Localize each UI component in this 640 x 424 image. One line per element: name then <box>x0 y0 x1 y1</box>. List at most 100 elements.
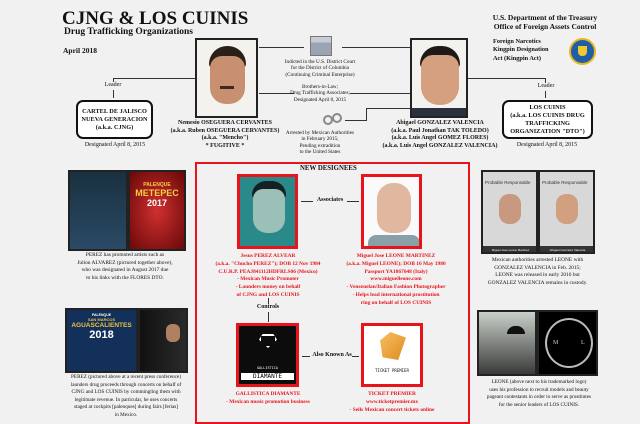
agency-line: Office of Foreign Assets Control <box>493 22 597 31</box>
caption-line: GONZALEZ VALENCIA remains in custody. <box>487 279 588 286</box>
page-date: April 2018 <box>63 46 97 55</box>
jesus-caption: Jesus PEREZ ALVEAR (a.k.a. "Chucho PEREZ… <box>205 253 331 300</box>
controls-label: Controls <box>250 304 286 312</box>
text-line: Pending extradition <box>299 142 341 149</box>
leader-label: Leader <box>531 83 561 91</box>
kingpin-act: Foreign Narcotics Kingpin Designation Ac… <box>493 38 548 63</box>
leone-photographer-photo <box>477 310 537 376</box>
mugshot-name: Miguel Jose Leone Martinez <box>483 246 536 252</box>
arrest-caption: Mexican authorities arrested LEONE with … <box>470 257 605 287</box>
abigael-photo <box>410 38 468 118</box>
handcuffs-icon <box>323 113 343 125</box>
caption-line: GONZALEZ VALENCIA in Feb. 2015; <box>494 264 581 271</box>
poster-text: AGUASCALIENTES <box>71 322 132 329</box>
caption-line: in Mexico. <box>114 411 138 418</box>
perez-caption-2: PEREZ (pictured above at a recent press … <box>55 374 197 420</box>
caption-line: PEREZ (pictured above at a recent press … <box>71 374 181 380</box>
logo-text: TICKET PREMIER <box>375 368 409 373</box>
logo-letter: L <box>581 340 585 346</box>
page-title: CJNG & LOS CUINIS <box>62 8 249 29</box>
aguascalientes-poster: PALENQUE SAN MARCOS AGUASCALIENTES 2018 <box>65 308 138 373</box>
gallistica-logo: GALLISTICA DIAMANTE <box>236 323 299 387</box>
caption-line: (a.k.a. "Chucho PEREZ"); DOB 12 Nov 1984 <box>215 260 321 267</box>
caption-line: - Venezuelan/Italian Fashion Photographe… <box>346 284 446 291</box>
org-line: TRAFFICKING <box>525 119 570 127</box>
jesus-photo <box>237 174 298 249</box>
mugshot-label: Probable Responsable <box>485 180 531 185</box>
caption-line: - Sells Mexican concert tickets online <box>349 406 435 413</box>
caption-line: Julion ALVAREZ (pictured together above)… <box>77 259 173 266</box>
press-conference-photo <box>138 308 188 373</box>
caption-line: TICKET PREMIER <box>368 391 416 397</box>
poster-text: 2017 <box>146 198 168 208</box>
caption-line: who was designated in August 2017 due <box>81 267 169 274</box>
caption-line: (a.k.a. Ruben OSEGUERA CERVANTES) <box>170 127 280 134</box>
caption-line: PEREZ has promoted artists such as <box>85 252 165 258</box>
act-line: Kingpin Designation <box>493 46 549 54</box>
text-line: (Continuing Criminal Enterprise) <box>285 71 355 78</box>
caption-line: Nemesio OSEGUERA CERVANTES <box>177 120 273 126</box>
text-line: Designated April 8, 2015 <box>293 96 347 103</box>
leader-label: Leader <box>98 82 128 90</box>
caption-line: www.ticketpremier.mx <box>365 398 419 405</box>
poster-text: SAN MARCOS <box>87 317 116 322</box>
org-line: CARTEL DE JALISCO <box>82 107 147 115</box>
caption-line: C.U.R.P. PEAJ841112HDFRLS06 (Mexico) <box>218 268 318 275</box>
caption-line: GALLISTICA DIAMANTE <box>235 391 301 397</box>
miguel-photo <box>361 174 422 249</box>
org-line: LOS CUINIS <box>529 103 566 111</box>
gallistica-caption: GALLISTICA DIAMANTE - Mexican music prom… <box>212 391 324 407</box>
caption-line: LEONE was released in early 2016 but <box>495 272 580 279</box>
leone-mugshot: Probable Responsable Miguel Jose Leone M… <box>481 170 538 254</box>
poster-text: PALENQUE <box>143 182 171 188</box>
associates-label: Associates <box>316 197 344 203</box>
cuinis-designated: Designated April 8, 2015 <box>516 142 578 148</box>
logo-letter: M <box>553 340 559 346</box>
metepec-poster: PALENQUE METEPEC 2017 <box>128 170 186 251</box>
org-line: NUEVA GENERACION <box>81 115 148 123</box>
caption-line: - Launders money on behalf <box>235 284 301 291</box>
perez-alvarez-photo <box>68 170 128 251</box>
ticket-caption: TICKET PREMIER www.ticketpremier.mx - Se… <box>336 391 448 414</box>
text-line: in February 2015; <box>301 136 339 143</box>
org-line: (a.k.a. LOS CUINIS DRUG <box>510 111 585 119</box>
caption-line: - Mexican Music Promoter <box>237 276 299 283</box>
nemesio-caption: Nemesio OSEGUERA CERVANTES (a.k.a. Ruben… <box>160 120 290 150</box>
cjng-box: CARTEL DE JALISCO NUEVA GENERACION (a.k.… <box>76 100 153 139</box>
caption-line: CJNG and LOS CUINIS by commingling them … <box>71 389 181 396</box>
mugshot-label: Probable Responsable <box>542 180 588 185</box>
text-line: Arrested by Mexican Authorities <box>285 130 355 136</box>
caption-line: uses his profession to recruit models an… <box>489 386 589 393</box>
mugshot-name: Abigael Gonzalez Valencia <box>540 246 593 252</box>
text-line: Brothers-in-Law; <box>301 84 338 90</box>
miguel-caption: Miguel Jose LEONE MARTINEZ (a.k.a. Migue… <box>332 253 460 308</box>
caption-line: www.miguelleone.com <box>370 276 422 283</box>
logo-text: DIAMANTE <box>241 373 294 380</box>
logo-text: GALLISTICA <box>256 366 279 370</box>
org-line: (a.k.a. CJNG) <box>95 123 134 131</box>
ml-logo: M L <box>537 310 598 376</box>
caption-line: Mexican authorities arrested LEONE with <box>491 257 584 263</box>
gonzalez-mugshot: Probable Responsable Abigael Gonzalez Va… <box>538 170 595 254</box>
brothers-text: Brothers-in-Law; Drug Trafficking Associ… <box>270 84 370 103</box>
treasury-seal-icon <box>569 38 596 65</box>
caption-line: legitimate revenue. In particular, he us… <box>74 396 178 403</box>
text-line: Indicted in the U.S. District Court <box>284 59 356 65</box>
text-line: Drug Trafficking Associates; <box>290 90 350 97</box>
caption-line: * FUGITIVE * <box>205 142 245 149</box>
caption-line: (a.k.a. Luis Angel GOMEZ FLORES) <box>391 135 489 142</box>
agency-line: U.S. Department of the Treasury <box>492 13 598 22</box>
caption-line: (a.k.a. Miguel LEONE); DOB 16 May 1980 <box>346 260 446 267</box>
text-line: to the United States <box>299 148 341 155</box>
new-designees-title: NEW DESIGNEES <box>300 165 357 172</box>
ticket-premier-logo: TICKET PREMIER <box>361 323 423 387</box>
poster-text: METEPEC <box>135 188 179 198</box>
also-known-as-label: Also Known As <box>312 352 352 358</box>
cjng-designated: Designated April 8, 2015 <box>84 142 146 148</box>
caption-line: ring on behalf of LOS CUINIS <box>360 299 432 306</box>
caption-line: - Helps lead international prostitution <box>352 291 440 298</box>
page-subtitle: Drug Trafficking Organizations <box>64 27 193 37</box>
courthouse-icon <box>310 36 332 56</box>
caption-line: Jesus PEREZ ALVEAR <box>240 253 296 259</box>
caption-line: - Mexican music promotion business <box>226 398 310 405</box>
